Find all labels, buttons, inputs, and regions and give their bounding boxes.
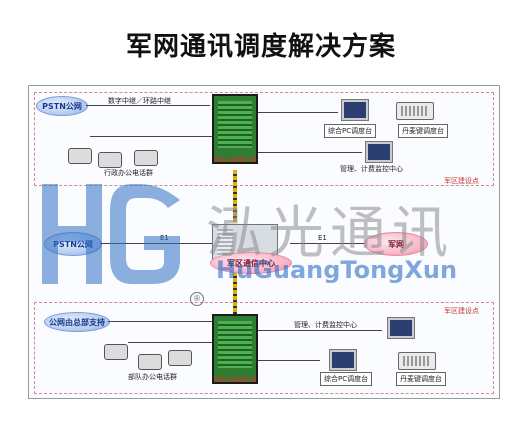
bottom-phone-icon-2 <box>138 354 162 370</box>
bottom-mgmt-line <box>258 330 382 331</box>
middle-e1-right-line <box>290 243 364 244</box>
bottom-section <box>34 302 494 394</box>
bottom-mgmt-pc-icon <box>388 318 414 338</box>
watermark-sub-text: HuGuangTongXun <box>216 256 458 284</box>
top-section <box>34 92 494 186</box>
center-label: 军区通信中心 <box>227 258 275 268</box>
top-switch-label: SW-2000 D <box>213 156 257 164</box>
bottom-switch-label: SW-2000 D <box>213 376 257 384</box>
top-console-line <box>258 112 338 113</box>
bottom-link-chain <box>233 272 237 314</box>
top-trunk-line <box>86 105 210 106</box>
top-mgmt-line <box>258 152 362 153</box>
top-trunk-label: 数字中继／环路中继 <box>108 97 171 105</box>
bottom-phone-icon-1 <box>104 344 128 360</box>
bottom-console-line <box>258 360 320 361</box>
bottom-section-tag: 军区建设点 <box>444 307 479 315</box>
top-phone-icon-3 <box>134 150 158 166</box>
top-phone-group-label: 行政办公电话群 <box>104 169 153 177</box>
middle-e1-right-label: E1 <box>318 234 327 242</box>
bottom-cabinet-panel <box>218 321 252 368</box>
bottom-pc-icon <box>330 350 356 370</box>
top-cabinet-panel <box>218 101 252 148</box>
top-pstn-label: PSTN公网 <box>42 101 82 111</box>
bottom-hq-line <box>108 321 212 322</box>
watermark-main-text: 泓光通讯 <box>206 201 454 266</box>
top-mgmt-pc-icon <box>366 142 392 162</box>
watermark-logo-icon <box>42 184 180 284</box>
bottom-phone-icon-3 <box>168 350 192 366</box>
top-console-right-label: 丹麦键调度台 <box>398 124 448 138</box>
bottom-phone-line <box>128 342 212 343</box>
center-cloud: 军区通信中心 <box>210 252 292 274</box>
bottom-hq-cloud: 公网由总部支持 <box>44 312 110 332</box>
bottom-console-left-label: 综合PC调度台 <box>320 372 373 386</box>
top-phone-icon-1 <box>68 148 92 164</box>
military-net-cloud: 军网 <box>364 232 428 256</box>
top-console-icon <box>396 102 434 120</box>
top-mgmt-label: 管理、计费监控中心 <box>340 165 403 173</box>
middle-pstn-label: PSTN公网 <box>53 239 93 249</box>
bottom-mgmt-label: 管理、计费监控中心 <box>294 321 357 329</box>
top-section-tag: 军区建设点 <box>444 177 479 185</box>
diagram-title: 军网通讯调度解决方案 <box>125 32 396 62</box>
top-switch-cabinet <box>212 94 258 164</box>
bottom-console-right-label: 丹麦键调度台 <box>396 372 446 386</box>
top-console-left-label: 综合PC调度台 <box>324 124 377 138</box>
bottom-switch-cabinet <box>212 314 258 384</box>
top-pstn-cloud: PSTN公网 <box>36 96 88 116</box>
military-net-label: 军网 <box>388 239 404 249</box>
bottom-phone-group-label: 部队办公电话群 <box>128 373 177 381</box>
bottom-hq-label: 公网由总部支持 <box>49 317 105 327</box>
top-phone-icon-2 <box>98 152 122 168</box>
top-pc-icon <box>342 100 368 120</box>
top-link-chain <box>233 170 237 222</box>
top-phone-line <box>90 136 212 137</box>
bottom-console-icon <box>398 352 436 370</box>
registered-mark-icon: ® <box>190 292 204 306</box>
